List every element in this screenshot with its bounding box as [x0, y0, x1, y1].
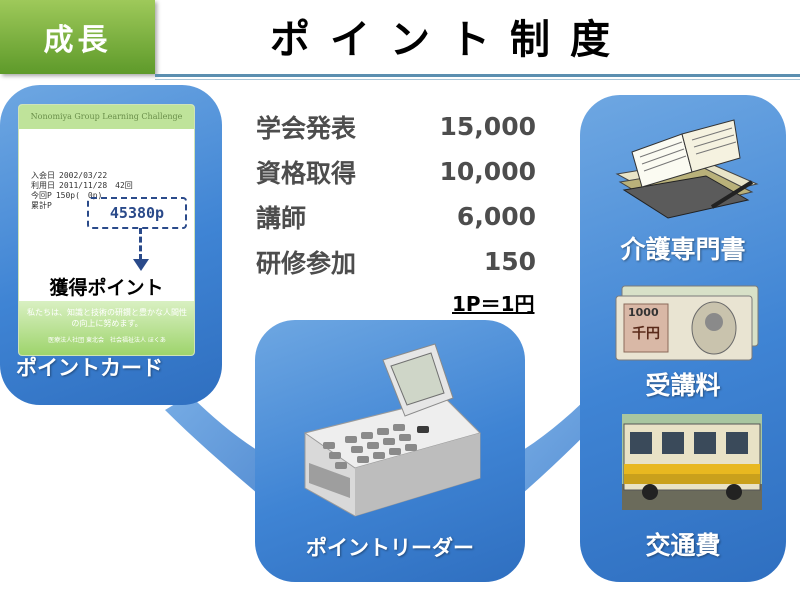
card-issuer: 医療法人社団 東北会 社会福祉法人 ほくあ: [48, 337, 166, 344]
page-title: ポイント制度: [270, 17, 630, 63]
card-info-label: 今回P: [31, 191, 52, 200]
card-info-value: 2011/11/28 42回: [59, 181, 133, 190]
use-tuition-label: 受講料: [645, 371, 721, 400]
activity-points: 150: [483, 247, 536, 276]
activity-points: 6,000: [456, 202, 536, 231]
card-info-value: 150p( 0p): [55, 191, 103, 200]
card-info-row: 累計P: [31, 201, 133, 211]
points-table: 学会発表 15,000 資格取得 10,000 講師 6,000 研修参加 15…: [256, 104, 536, 284]
card-info-row: 今回P 150p( 0p): [31, 191, 133, 201]
activity-name: 研修参加: [256, 248, 357, 278]
activity-name: 学会発表: [256, 113, 357, 143]
reader-caption: ポイントリーダー: [306, 536, 474, 560]
card-header: Nonomiya Group Learning Challenge: [19, 105, 194, 129]
book-stack-icon: [615, 119, 759, 219]
point-card-image: Nonomiya Group Learning Challenge 入会日 20…: [18, 104, 195, 356]
title-underline: [155, 74, 800, 77]
use-books-label: 介護専門書: [620, 235, 746, 264]
card-info-label: 累計P: [31, 201, 52, 210]
card-points-total: 45380p: [87, 197, 187, 229]
points-row: 学会発表 15,000: [256, 104, 536, 149]
point-card-caption: ポイントカード: [16, 356, 163, 380]
activity-points: 10,000: [439, 157, 536, 186]
down-arrow-icon: [139, 228, 142, 260]
card-info-row: 利用日 2011/11/28 42回: [31, 181, 133, 191]
section-tag: 成長: [0, 0, 155, 74]
card-motto: 私たちは、知識と技術の研鑽と豊かな人間性の向上に努めます。: [27, 308, 187, 328]
earned-points-label: 獲得ポイント: [49, 277, 164, 299]
card-info-label: 利用日: [31, 181, 55, 190]
points-row: 研修参加 150: [256, 239, 536, 284]
banknote-icon: 1000 千円: [615, 285, 759, 361]
banknote-denomination: 1000: [628, 306, 659, 319]
points-row: 講師 6,000: [256, 194, 536, 239]
conversion-rate: 1P＝1円: [452, 292, 535, 316]
activity-name: 講師: [256, 203, 307, 233]
arrow-head-icon: [133, 259, 149, 271]
card-info: 入会日 2002/03/22 利用日 2011/11/28 42回 今回P 15…: [31, 171, 133, 211]
title-underline-thin: [155, 79, 800, 80]
card-info-value: 2002/03/22: [59, 171, 108, 180]
use-transport-label: 交通費: [645, 531, 721, 560]
banknote-label: 千円: [632, 325, 660, 342]
activity-name: 資格取得: [256, 158, 357, 188]
activity-points: 15,000: [439, 112, 536, 141]
points-row: 資格取得 10,000: [256, 149, 536, 194]
train-icon: [622, 414, 762, 510]
card-reader-icon: [303, 343, 481, 517]
card-footer-band: 私たちは、知識と技術の研鑽と豊かな人間性の向上に努めます。 医療法人社団 東北会…: [19, 301, 194, 355]
card-info-row: 入会日 2002/03/22: [31, 171, 133, 181]
card-info-label: 入会日: [31, 171, 55, 180]
